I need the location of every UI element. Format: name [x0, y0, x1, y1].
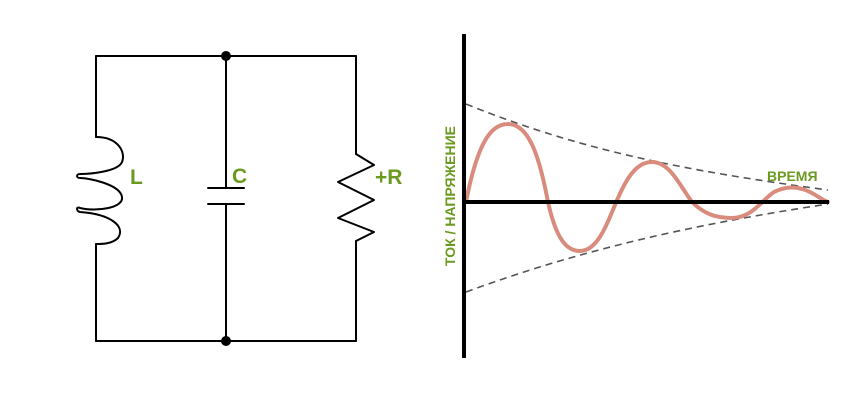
- inductor-coil: [76, 136, 124, 245]
- resistor-zigzag: [337, 153, 375, 242]
- lower-envelope: [465, 203, 829, 293]
- damped-signal-curve: [464, 122, 830, 253]
- circuit-diagram: [76, 55, 375, 342]
- bottom-junction-dot: [221, 336, 231, 346]
- inductor-label: L: [130, 166, 143, 189]
- capacitor-label: C: [232, 165, 247, 188]
- top-junction-dot: [221, 51, 231, 61]
- oscillation-graph: ТОК / НАПРЯЖЕНИЕ ВРЕМЯ: [442, 34, 830, 358]
- y-axis-label: ТОК / НАПРЯЖЕНИЕ: [442, 126, 458, 266]
- upper-envelope: [465, 103, 829, 191]
- resistor-label: +R: [375, 166, 402, 189]
- x-axis-label: ВРЕМЯ: [767, 168, 818, 184]
